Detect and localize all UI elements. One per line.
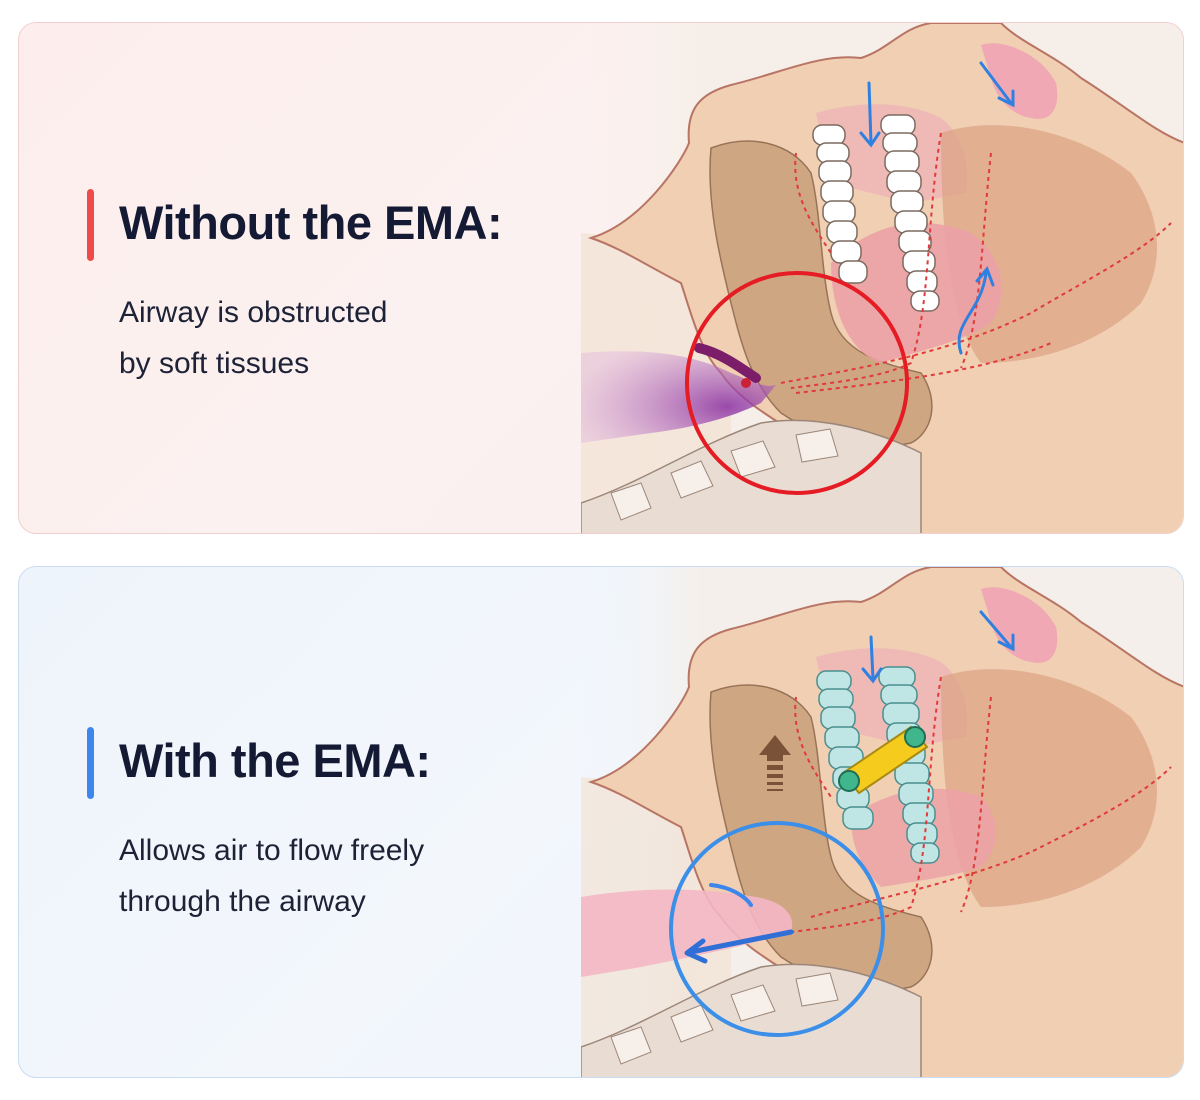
panel-without-ema: Without the EMA: Airway is obstructed by…: [18, 22, 1184, 534]
heading-row: Without the EMA:: [87, 189, 557, 265]
airway-illustration: [581, 23, 1183, 533]
airflow-arrow-icon: [859, 61, 1015, 355]
panel-text: With the EMA: Allows air to flow freely …: [87, 727, 557, 918]
open-airway: [581, 889, 793, 977]
description-line-1: Allows air to flow freely: [119, 834, 425, 867]
airway-illustration: [581, 567, 1183, 1077]
teeth: [812, 114, 940, 312]
open-airway-highlight-circle: [669, 821, 885, 1037]
description-line-2: by soft tissues: [119, 347, 310, 380]
obstructed-airway: [581, 351, 776, 443]
jaw-advance-arrow-icon: [759, 735, 791, 791]
accent-bar: [87, 727, 94, 799]
panel-description: Airway is obstructed by soft tissues: [119, 287, 539, 389]
mandibular-advancement-device-icon: [816, 666, 940, 864]
jaw-bone: [709, 140, 933, 447]
panel-heading: Without the EMA:: [119, 196, 503, 249]
panel-text: Without the EMA: Airway is obstructed by…: [87, 189, 557, 380]
panel-heading: With the EMA:: [119, 734, 431, 787]
panel-description: Allows air to flow freely through the ai…: [119, 825, 539, 927]
panel-with-ema: With the EMA: Allows air to flow freely …: [18, 566, 1184, 1078]
description-line-2: through the airway: [119, 885, 366, 918]
description-line-1: Airway is obstructed: [119, 296, 388, 329]
airflow-arrow-icon: [861, 610, 1015, 684]
obstruction-highlight-circle: [685, 271, 909, 495]
heading-row: With the EMA:: [87, 727, 557, 803]
accent-bar: [87, 189, 94, 261]
